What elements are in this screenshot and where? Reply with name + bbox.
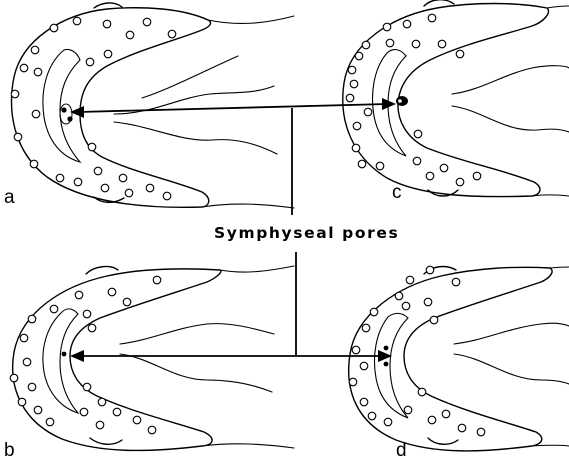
panel-c-symphyseal-pores: [396, 96, 408, 106]
panel-a-head: [11, 3, 294, 208]
panel-a-label: a: [4, 187, 15, 208]
panel-b-label: b: [4, 440, 15, 461]
panel-d-label: d: [396, 440, 407, 461]
panel-b-symphyseal-pores: [62, 352, 67, 357]
panel-b-head: [10, 266, 294, 450]
panel-c-head: [343, 0, 569, 197]
panel-b-pores: [10, 276, 161, 434]
caption-symphyseal-pores: Symphyseal pores: [214, 224, 399, 242]
panel-d-pores: [349, 266, 485, 436]
arrow-top: [78, 104, 388, 112]
arrowhead-top-right: [382, 98, 396, 110]
panel-c-label: c: [392, 182, 402, 203]
arrowhead-bottom-left: [70, 350, 84, 362]
panel-a-symphyseal-pores: [60, 104, 73, 124]
